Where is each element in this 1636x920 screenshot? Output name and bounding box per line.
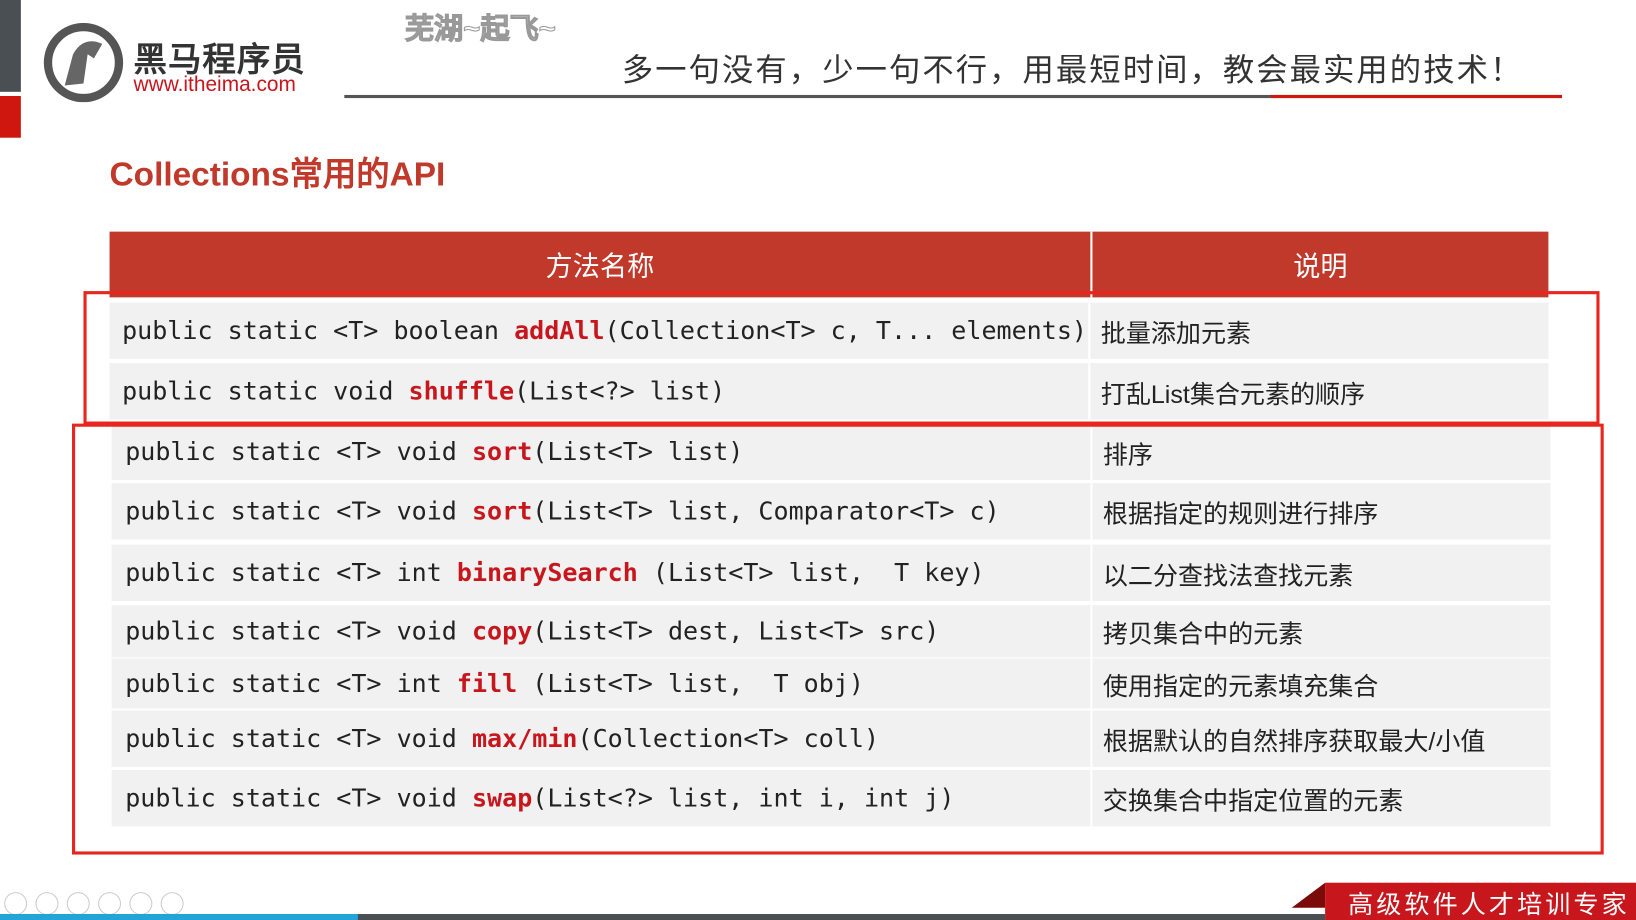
method-description: 根据默认的自然排序获取最大/小值 (1090, 710, 1550, 767)
method-signature: public static <T> int fill (List<T> list… (112, 658, 1091, 708)
method-name: swap (471, 783, 533, 813)
method-name: binarySearch (456, 558, 638, 588)
slides-icon[interactable] (98, 892, 122, 916)
next-icon[interactable] (35, 892, 59, 916)
left-dark-bar (0, 0, 21, 92)
signature-prefix: public static <T> int (125, 558, 457, 588)
footer-decoration (1291, 882, 1326, 908)
signature-prefix: public static <T> void (125, 496, 472, 526)
method-description: 根据指定的规则进行排序 (1090, 483, 1550, 540)
method-name: addAll (514, 316, 605, 346)
method-name: sort (471, 437, 533, 467)
method-signature: public static void shuffle(List<?> list) (110, 363, 1089, 419)
table-header: 方法名称 说明 (109, 231, 1549, 298)
method-name: sort (471, 496, 533, 526)
brand-url: www.itheima.com (133, 73, 296, 96)
signature-params: (List<?> list, int i, int j) (532, 783, 955, 813)
zoom-icon[interactable] (129, 892, 153, 916)
method-description: 使用指定的元素填充集合 (1090, 658, 1550, 709)
table-row: public static <T> void sort(List<T> list… (111, 483, 1551, 540)
table-row: public static <T> void max/min(Collectio… (111, 710, 1551, 767)
method-signature: public static <T> void sort(List<T> list… (112, 424, 1091, 480)
slide-controls[interactable] (4, 892, 184, 916)
horse-logo-icon (43, 22, 124, 103)
signature-prefix: public static <T> void (125, 783, 472, 813)
playback-bar[interactable] (0, 914, 1326, 920)
method-name: fill (456, 668, 518, 699)
table-row: public static <T> void sort(List<T> list… (111, 423, 1551, 480)
table-row: public static <T> int binarySearch (List… (111, 544, 1551, 601)
table-row: public static void shuffle(List<?> list)… (109, 363, 1549, 420)
signature-params: (List<T> dest, List<T> src) (532, 616, 940, 646)
method-description: 拷贝集合中的元素 (1090, 605, 1550, 658)
slogan: 多一句没有，少一句不行，用最短时间，教会最实用的技术！ (621, 52, 1524, 89)
header-method-name: 方法名称 (545, 250, 655, 282)
signature-prefix: public static <T> int (125, 668, 457, 699)
signature-params: (List<T> list, T obj) (517, 668, 864, 699)
page-title: Collections常用的API (109, 155, 446, 194)
method-name: max/min (471, 724, 578, 754)
signature-prefix: public static <T> void (125, 437, 472, 467)
header-description: 说明 (1090, 231, 1548, 298)
table-row: public static <T> boolean addAll(Collect… (109, 302, 1549, 359)
method-description: 以二分查找法查找元素 (1090, 544, 1550, 601)
signature-prefix: public static <T> void (125, 616, 472, 646)
method-signature: public static <T> void copy(List<T> dest… (112, 605, 1091, 657)
signature-prefix: public static <T> void (125, 724, 472, 754)
method-name: copy (471, 616, 533, 646)
method-description: 批量添加元素 (1088, 302, 1548, 359)
method-signature: public static <T> void max/min(Collectio… (112, 711, 1091, 767)
signature-prefix: public static <T> boolean (122, 316, 515, 346)
more-icon[interactable] (160, 892, 184, 916)
signature-params: (List<T> list, T key) (637, 558, 985, 588)
method-description: 排序 (1090, 423, 1550, 480)
header-divider (344, 94, 1562, 99)
signature-params: (List<?> list) (514, 376, 726, 406)
signature-params: (Collection<T> coll) (577, 724, 880, 754)
method-name: shuffle (408, 376, 515, 406)
table-row: public static <T> void swap(List<?> list… (111, 770, 1551, 827)
left-red-bar (0, 95, 21, 138)
signature-params: (List<T> list, Comparator<T> c) (532, 496, 1000, 526)
table-row: public static <T> int fill (List<T> list… (111, 658, 1551, 709)
watermark-text: 芜湖~起飞~ (404, 12, 556, 45)
method-signature: public static <T> boolean addAll(Collect… (110, 303, 1089, 359)
signature-params: (List<T> list) (532, 437, 744, 467)
signature-prefix: public static void (122, 376, 409, 406)
method-description: 交换集合中指定位置的元素 (1090, 770, 1550, 827)
highlight-box-top (83, 291, 1600, 425)
header-divider-accent (1270, 94, 1562, 99)
playback-progress[interactable] (0, 914, 358, 920)
footer-tagline: 高级软件人才培训专家 (1325, 882, 1636, 920)
signature-params: (Collection<T> c, T... elements) (604, 316, 1087, 346)
method-description: 打乱List集合元素的顺序 (1088, 363, 1548, 420)
table-row: public static <T> void copy(List<T> dest… (111, 605, 1551, 658)
method-signature: public static <T> int binarySearch (List… (112, 545, 1091, 601)
method-signature: public static <T> void swap(List<?> list… (112, 770, 1091, 826)
highlight-box-bottom (71, 423, 1604, 855)
pen-icon[interactable] (66, 892, 90, 916)
prev-icon[interactable] (4, 892, 28, 916)
brand-name: 黑马程序员 (133, 40, 306, 79)
method-signature: public static <T> void sort(List<T> list… (112, 483, 1091, 539)
